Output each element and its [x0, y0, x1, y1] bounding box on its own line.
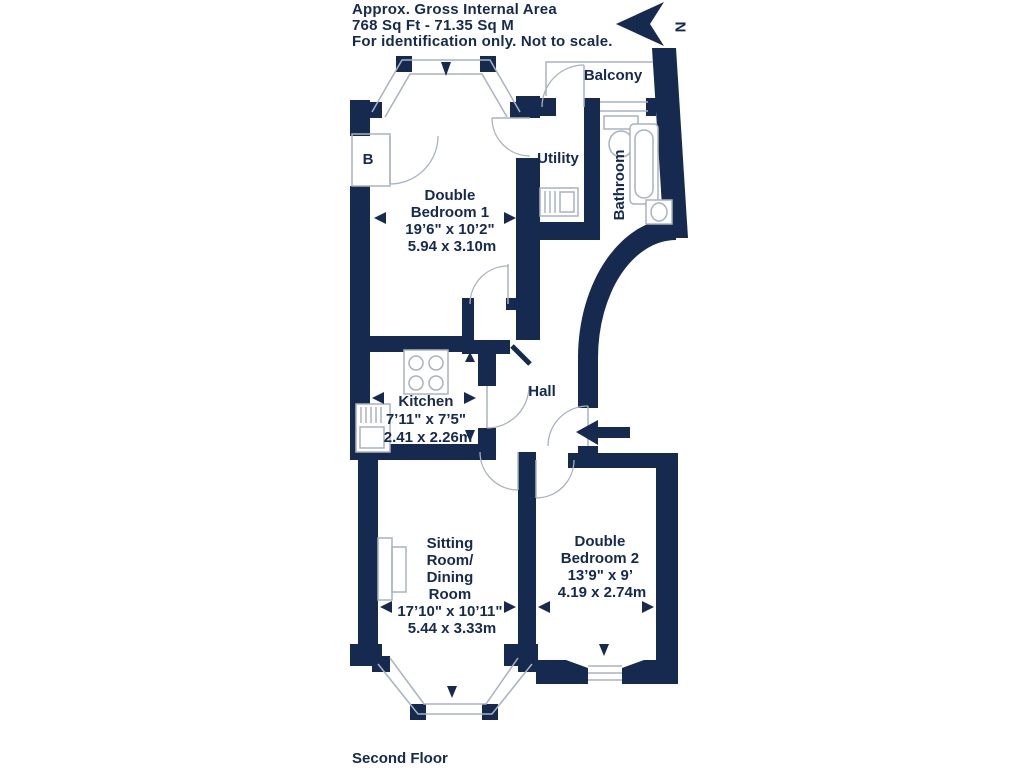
kitchen-label: Kitchen 7’11" x 7’5" 2.41 x 2.26m — [384, 393, 472, 446]
bedroom2-label: Double Bedroom 2 13’9" x 9’ 4.19 x 2.74m — [558, 533, 646, 601]
utility-sink-icon — [539, 187, 579, 217]
measurement-ticks — [372, 62, 654, 698]
room-labels: Double Bedroom 1 19’6" x 10’2" 5.94 x 3.… — [363, 67, 647, 637]
balcony-label: Balcony — [584, 67, 643, 84]
boiler-label: B — [363, 151, 374, 168]
fixtures — [355, 115, 673, 453]
north-letter: N — [673, 22, 690, 33]
north-arrow-icon: N — [616, 2, 690, 46]
bedroom1-label: Double Bedroom 1 19’6" x 10’2" 5.94 x 3.… — [405, 187, 498, 255]
floor-label: Second Floor — [352, 750, 448, 767]
hall-door-leaf — [510, 344, 532, 366]
hob-icon — [403, 349, 449, 395]
utility-label: Utility — [537, 150, 579, 167]
annotation-line-3: For identification only. Not to scale. — [352, 33, 613, 50]
kitchen-sink-icon — [355, 403, 391, 453]
door-arcs — [389, 64, 589, 499]
bathtub-icon — [629, 123, 659, 205]
bathroom-sink-icon — [645, 199, 673, 225]
fireplace-hearth — [391, 546, 407, 593]
hall-label: Hall — [528, 383, 556, 400]
bathroom-label: Bathroom — [611, 150, 628, 221]
annotation-line-2: 768 Sq Ft - 71.35 Sq M — [352, 17, 514, 34]
windows — [351, 59, 653, 715]
plan-annotation: Approx. Gross Internal Area 768 Sq Ft - … — [352, 2, 613, 50]
entrance-arrow-icon — [576, 420, 630, 445]
sitting-room-label: Sitting Room/ Dining Room 17’10" x 10’11… — [397, 535, 506, 637]
annotation-line-1: Approx. Gross Internal Area — [352, 1, 557, 18]
fireplace-icon — [377, 537, 393, 601]
